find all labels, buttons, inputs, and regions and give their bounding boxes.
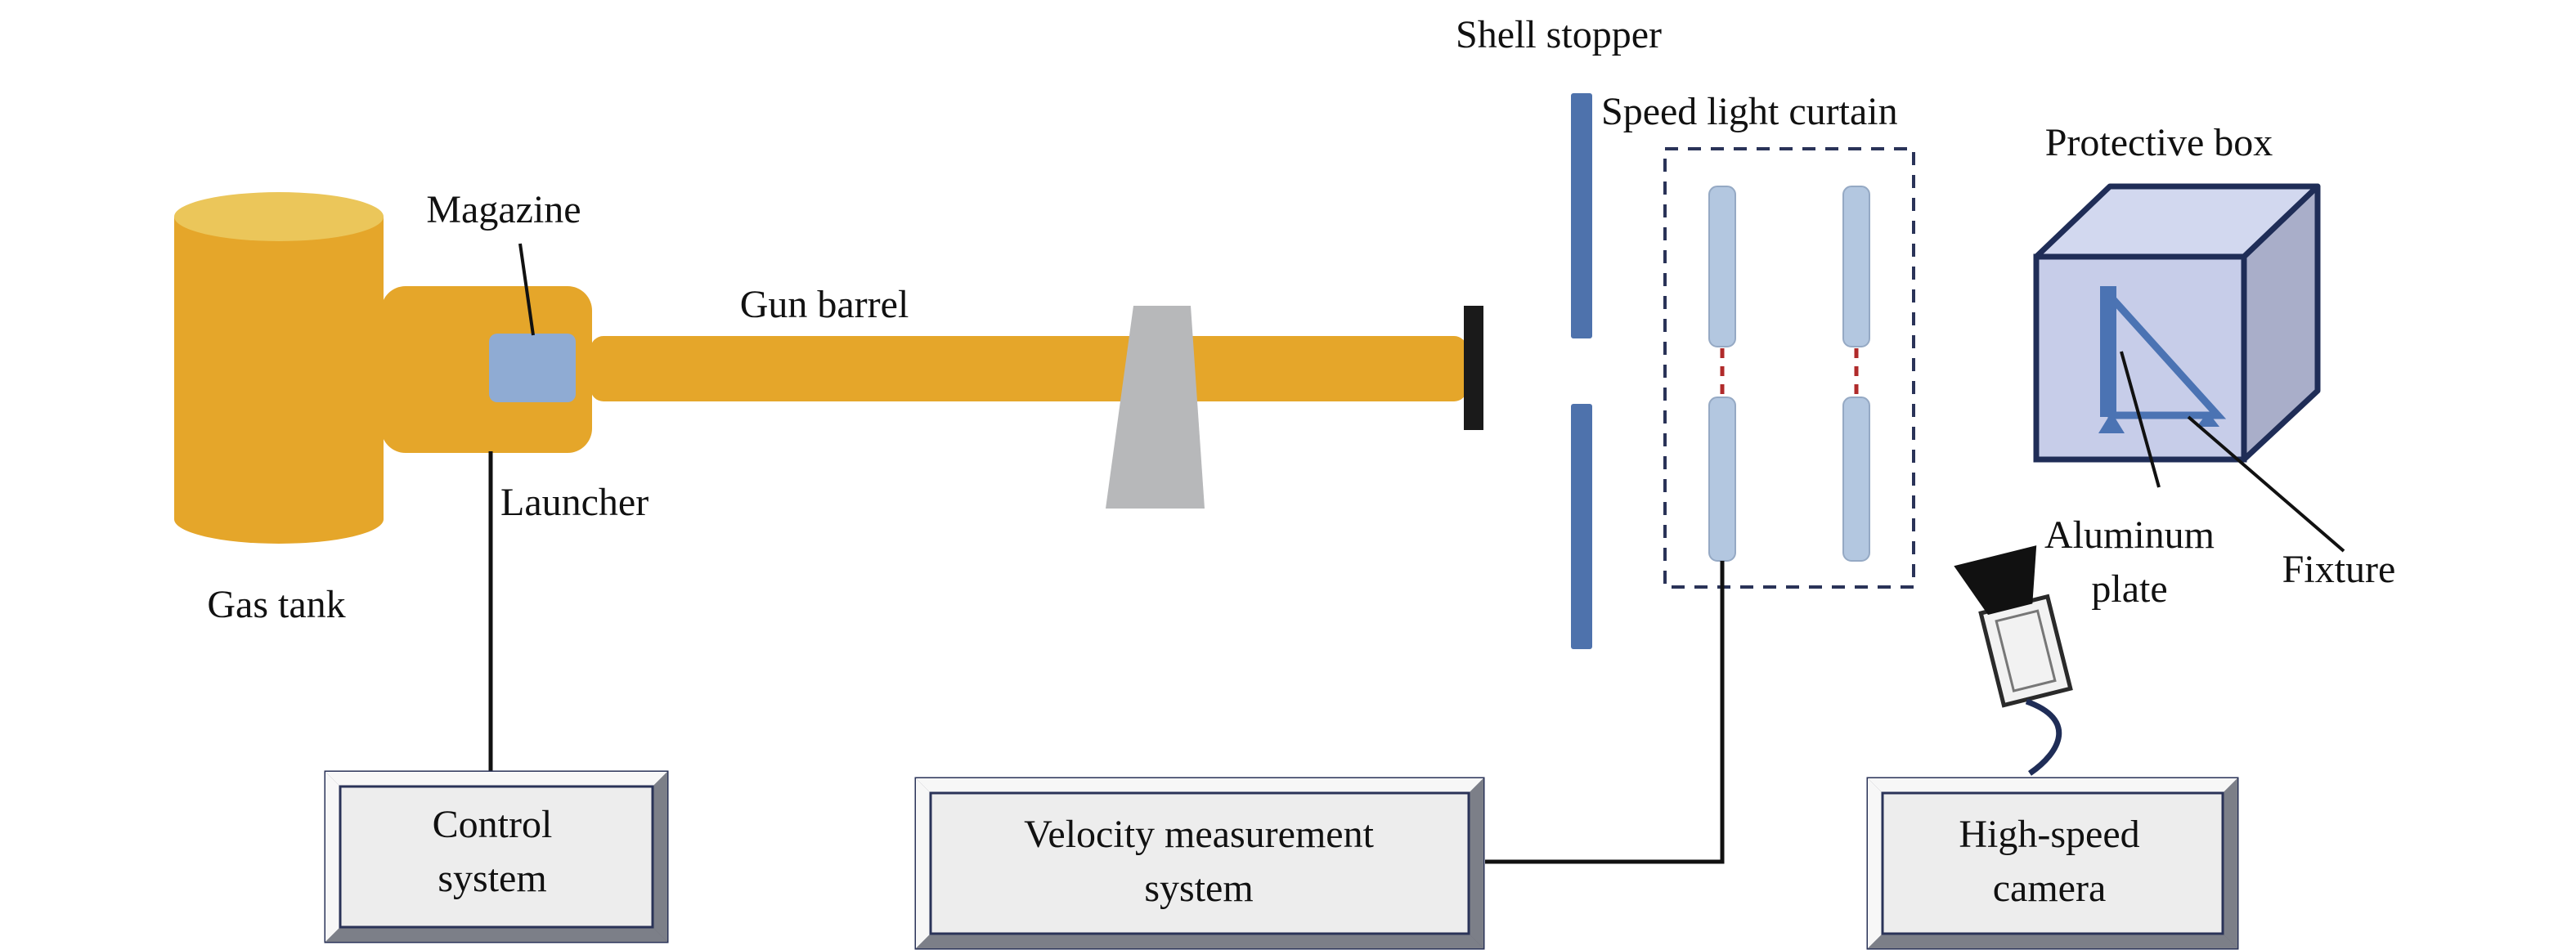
fixture-leader-line — [2187, 415, 2345, 553]
light-curtain-sensors — [1708, 186, 1870, 562]
sensor-bar-left-upper — [1708, 186, 1736, 347]
aluminum-plate-icon — [2100, 286, 2116, 417]
shell-stopper-lower-plate — [1571, 404, 1592, 649]
camera-cable — [2025, 698, 2062, 776]
launcher-block — [381, 286, 592, 453]
fixture-base-right — [2197, 412, 2219, 427]
light-curtain-frame — [1663, 147, 1915, 589]
control-system-label-line2: system — [438, 857, 546, 900]
fixture-base-left — [2098, 412, 2125, 433]
gas-tank-top — [174, 192, 384, 241]
sensor-bar-right-upper — [1842, 186, 1870, 347]
velocity-signal-line — [1485, 561, 1725, 864]
speed-light-curtain-label: Speed light curtain — [1601, 90, 1898, 133]
magazine-icon — [489, 334, 576, 402]
sensor-bar-right-lower — [1842, 397, 1870, 562]
sensor-bar-left-lower — [1708, 397, 1736, 562]
high-speed-camera-icon — [1954, 545, 2073, 776]
high-speed-camera-panel — [1866, 777, 2239, 950]
shell-stopper-label: Shell stopper — [1456, 13, 1662, 56]
protective-box — [2033, 183, 2321, 463]
control-system-panel — [324, 770, 669, 943]
magazine-leader-line — [518, 243, 535, 336]
fixture-frame — [2098, 286, 2227, 433]
protective-box-label: Protective box — [2045, 121, 2273, 164]
velocity-measurement-system-panel — [914, 777, 1485, 950]
gas-tank-body — [174, 217, 384, 544]
gun-barrel-label: Gun barrel — [740, 283, 909, 326]
barrel-support-stand — [1106, 306, 1205, 509]
aluminum-plate-label-line2: plate — [2091, 567, 2167, 611]
velocity-measurement-label-line1: Velocity measurement — [1024, 813, 1375, 856]
fixture-label: Fixture — [2282, 548, 2396, 591]
high-speed-camera-label-line2: camera — [1993, 867, 2107, 910]
gun-barrel — [590, 336, 1467, 401]
shell-stopper-upper-plate — [1571, 93, 1592, 338]
camera-lens-hood — [1954, 545, 2037, 615]
magazine-label: Magazine — [426, 188, 581, 231]
velocity-measurement-label-line2: system — [1144, 867, 1253, 910]
gas-tank — [174, 192, 384, 544]
protective-box-front — [2033, 253, 2247, 463]
aluminum-plate-leader-line — [2120, 351, 2161, 488]
muzzle-cap — [1464, 306, 1483, 430]
aluminum-plate-label-line1: Aluminum — [2044, 513, 2215, 557]
control-system-label-line1: Control — [433, 803, 553, 846]
gas-tank-label: Gas tank — [207, 583, 345, 626]
launcher-label: Launcher — [500, 481, 648, 524]
high-speed-camera-label-line1: High-speed — [1959, 813, 2139, 856]
